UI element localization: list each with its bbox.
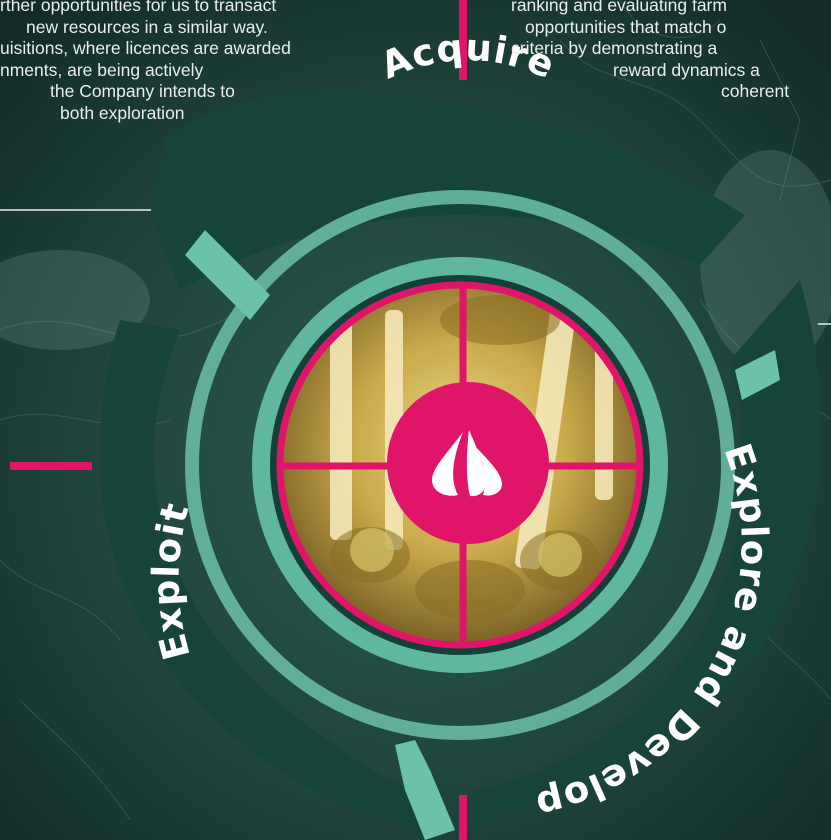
paragraph-left-line: nments, are being actively — [0, 59, 204, 80]
paragraph-right: ranking and evaluating farm opportunitie… — [511, 0, 789, 103]
ring-notches — [185, 230, 780, 840]
middle-ring — [185, 190, 735, 740]
paragraph-left-line: the Company intends to — [50, 81, 235, 101]
paragraph-left-line: new resources in a similar way. — [26, 16, 268, 37]
paragraph-left-line: rther opportunities for us to transact — [0, 0, 277, 15]
segment-exploit[interactable] — [100, 320, 440, 830]
paragraph-right-line: reward dynamics a — [613, 59, 760, 80]
paragraph-right-line: ranking and evaluating farm — [511, 0, 727, 15]
paragraph-right-line: opportunities that match o — [525, 16, 727, 37]
segment-explore[interactable] — [471, 280, 821, 830]
paragraph-left-line: both exploration — [60, 102, 185, 123]
crosshair-outer — [10, 0, 467, 840]
paragraph-left: rther opportunities for us to transact n… — [0, 0, 291, 124]
paragraph-left-line: uisitions, where licences are awarded — [0, 38, 291, 58]
flame-drop-logo-icon — [432, 430, 502, 497]
paragraph-right-line: coherent — [721, 81, 790, 101]
paragraph-right-line: criteria by demonstrating a — [511, 38, 718, 58]
